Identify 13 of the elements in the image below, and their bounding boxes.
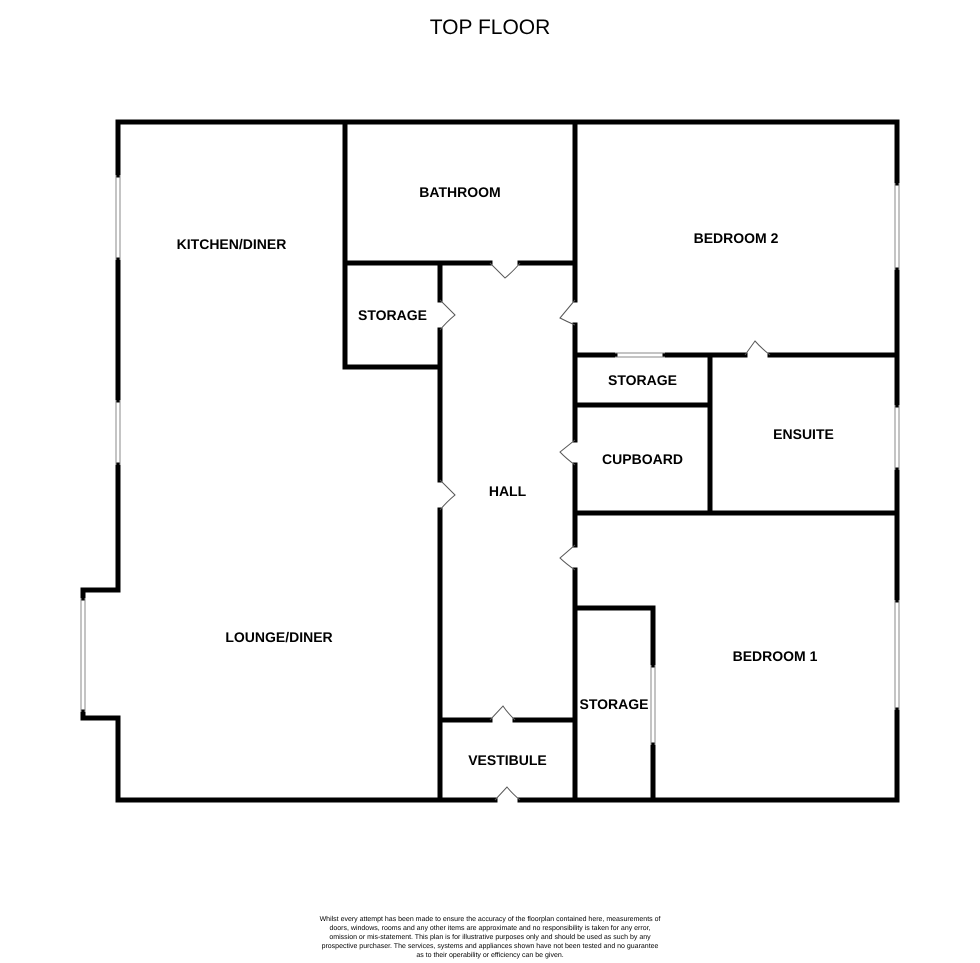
room-label: VESTIBULE	[468, 750, 547, 770]
room-label: ENSUITE	[773, 424, 834, 444]
room-label: BEDROOM 2	[694, 229, 778, 248]
room-label: STORAGE	[358, 306, 427, 324]
room-label: CUPBOARD	[602, 450, 683, 468]
room-label: STORAGE	[608, 370, 677, 390]
room-label: KITCHEN/DINER	[176, 235, 286, 254]
plan-title: TOP FLOOR	[428, 15, 552, 41]
room-label: BEDROOM 1	[732, 647, 818, 666]
room-label: LOUNGE/DINER	[225, 628, 333, 647]
room-label: HALL	[488, 482, 526, 501]
room-label: BATHROOM	[419, 183, 501, 202]
room-label: STORAGE	[580, 694, 648, 714]
